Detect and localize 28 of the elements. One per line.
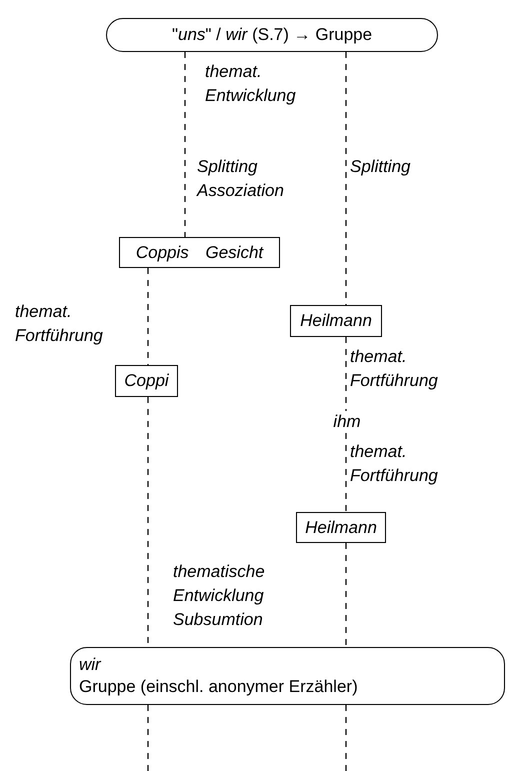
- edge-label: themat. Fortführung: [350, 441, 439, 487]
- connector-line: [345, 543, 347, 647]
- edge-label: themat. Fortführung: [15, 301, 104, 347]
- node-label: Coppi: [124, 370, 169, 392]
- node-label: Coppis Gesicht: [136, 242, 264, 264]
- connector-line: [345, 433, 347, 512]
- annotation-text: themat. Entwicklung: [205, 61, 297, 107]
- node-label: Heilmann: [300, 310, 372, 332]
- node-box: [70, 647, 505, 705]
- edge-label: thematische Entwicklung Subsumtion: [173, 561, 266, 631]
- node-box: [296, 512, 386, 543]
- edge-label: Splitting: [350, 156, 412, 178]
- node-box: [290, 305, 382, 337]
- node-label: wir: [79, 654, 101, 676]
- node-box: [106, 18, 438, 52]
- connector-line: [345, 52, 347, 305]
- node-label: Gruppe (einschl. anonymer Erzähler): [79, 676, 358, 698]
- node-label: "uns" / wir (S.7) → Gruppe: [172, 24, 372, 46]
- connector-line: [345, 705, 347, 771]
- edge-label: themat. Fortführung: [350, 346, 439, 392]
- edge-label: Splitting Assoziation: [197, 156, 285, 202]
- node-label: Heilmann: [305, 516, 377, 538]
- connector-line: [147, 705, 149, 771]
- node-box: [119, 237, 280, 268]
- connector-line: [184, 52, 186, 237]
- connector-line: [345, 337, 347, 411]
- node-box: [115, 365, 178, 397]
- connector-line: [147, 268, 149, 365]
